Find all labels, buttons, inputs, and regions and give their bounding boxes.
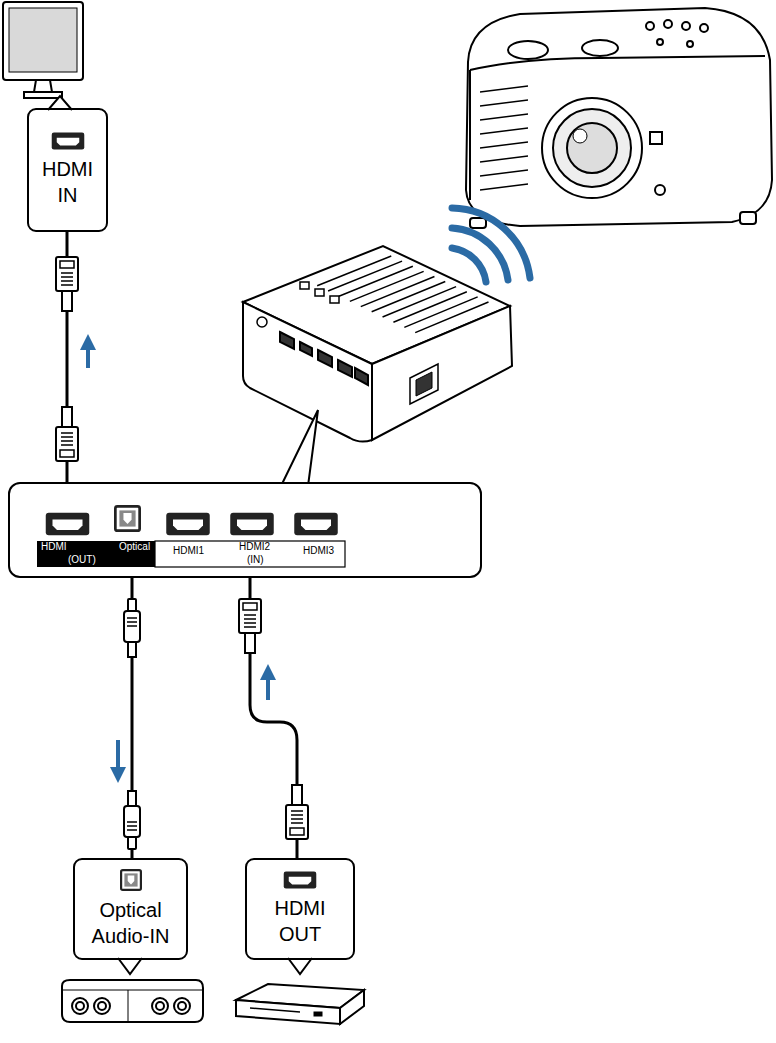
hdmi-port: [46, 513, 90, 536]
vent-ridge: [339, 266, 413, 296]
callout-pointer: [288, 958, 312, 974]
hdmi-port: [230, 513, 274, 536]
hdmi-port-icon: [283, 871, 317, 889]
callout-box: Optical Audio-IN: [73, 858, 188, 960]
callout-box: HDMI IN: [27, 108, 108, 232]
hdmi-plug: [239, 599, 261, 653]
signal-direction-arrow: [86, 342, 90, 368]
hdmi-plug: [56, 257, 78, 311]
wifi-waves: [452, 208, 530, 282]
vent-slot: [480, 100, 528, 106]
vent-ridge: [393, 292, 466, 322]
vent-ridge: [317, 256, 391, 286]
vent-slot: [480, 114, 528, 120]
hdmi-plug: [286, 785, 308, 839]
port-label: HDMI2: [239, 541, 270, 553]
vent-ridge: [415, 302, 488, 333]
optical-plug: [124, 791, 140, 849]
signal-direction-arrow: [266, 672, 270, 700]
hdmi-port-icon: [51, 132, 85, 150]
hdmi-port: [294, 513, 338, 536]
vent-ridge: [361, 276, 435, 306]
port-panel: HDMI(OUT) Optical HDMI1 HDMI2(IN) HDMI3: [8, 482, 482, 578]
output-band: [37, 541, 155, 567]
vent-ridge: [383, 287, 457, 317]
callout-label: Optical Audio-IN: [82, 897, 180, 949]
port-label: (IN): [247, 554, 264, 566]
optical-port-icon: [120, 869, 142, 891]
port-label: HDMI1: [173, 545, 204, 557]
vent-ridge: [350, 271, 424, 301]
vent-slot: [480, 142, 528, 148]
vent-slot: [480, 128, 528, 134]
media-player: [236, 984, 364, 1024]
panel-fill: [8, 482, 482, 578]
callout-label: HDMI IN: [37, 156, 99, 208]
vent-slot: [480, 170, 528, 176]
vent-ridge: [404, 297, 477, 328]
tv-monitor: [3, 2, 83, 98]
callout-pointer: [281, 410, 318, 486]
hdmi-port: [166, 513, 210, 536]
callout-label: HDMI OUT: [264, 895, 336, 947]
transmitter-box: [243, 246, 512, 442]
vent-slot: [480, 86, 528, 92]
hdmi-plug: [56, 407, 78, 461]
vent-ridge: [328, 261, 402, 291]
port-label: HDMI3: [303, 545, 334, 557]
port-label: HDMI: [41, 541, 67, 553]
callout-box: HDMI OUT: [245, 858, 355, 960]
optical-plug: [124, 599, 140, 657]
vent-ridge: [372, 282, 446, 312]
optical-port: [115, 506, 139, 530]
input-band: [155, 541, 345, 567]
callout-pointer: [118, 958, 142, 974]
vent-slot: [480, 184, 528, 190]
port-label: (OUT): [68, 554, 96, 566]
port-label: Optical: [119, 541, 150, 553]
soundbar: [62, 980, 203, 1022]
vent-slot: [480, 156, 528, 162]
projector: [466, 8, 772, 228]
signal-direction-arrow: [116, 740, 120, 775]
